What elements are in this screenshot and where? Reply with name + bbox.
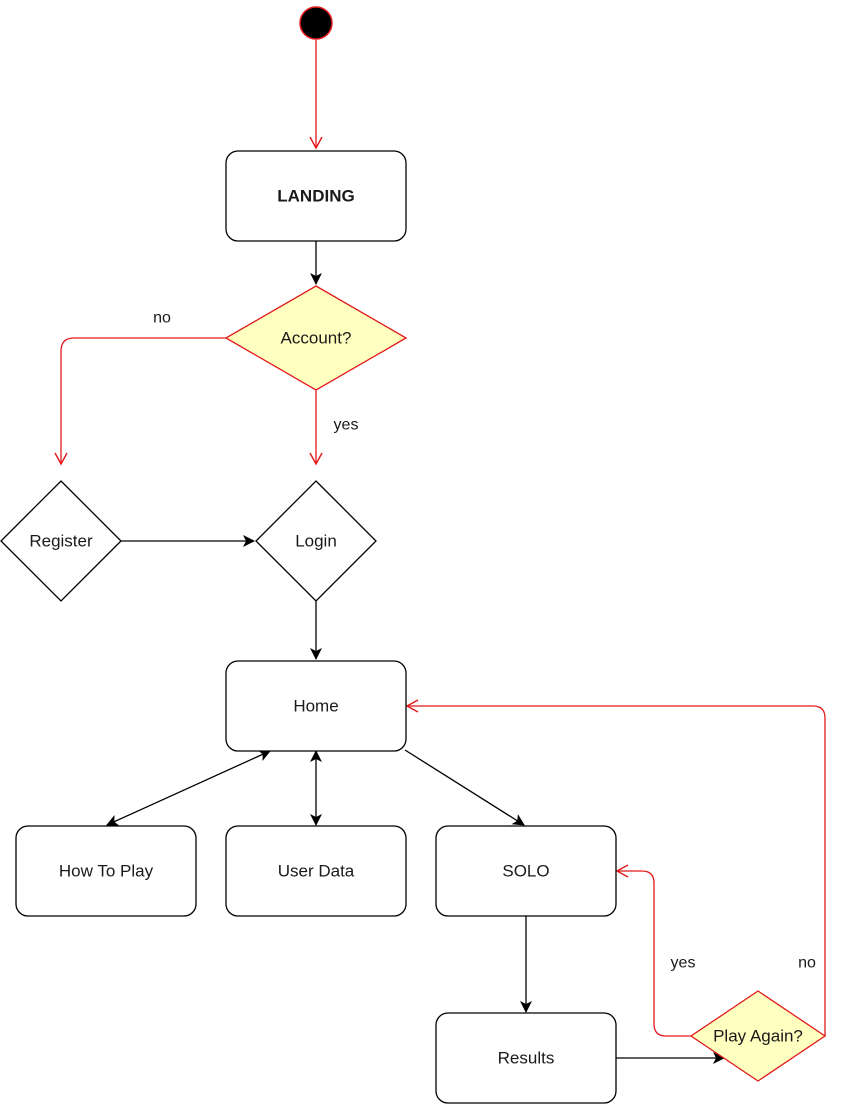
edge-play-again-yes — [615, 864, 691, 1037]
user-data-label: User Data — [278, 862, 355, 881]
node-solo: SOLO — [435, 825, 617, 917]
start-node — [299, 6, 333, 40]
node-results: Results — [435, 1012, 617, 1104]
node-register: Register — [0, 480, 122, 602]
node-how-to-play: How To Play — [15, 825, 197, 917]
account-label: Account? — [281, 329, 352, 348]
node-user-data: User Data — [225, 825, 407, 917]
edge-label-play-again-no: no — [798, 955, 816, 972]
home-label: Home — [293, 697, 338, 716]
node-play-again-decision: Play Again? — [689, 990, 827, 1082]
results-label: Results — [498, 1049, 555, 1068]
solo-label: SOLO — [502, 862, 549, 881]
how-to-play-label: How To Play — [59, 862, 154, 881]
edge-label-account-yes: yes — [334, 417, 359, 434]
edge-home-how-to-play — [106, 750, 271, 826]
edge-label-account-no: no — [153, 310, 171, 327]
edge-home-to-solo — [404, 749, 525, 826]
edge-play-again-no — [405, 699, 826, 1036]
play-again-label: Play Again? — [713, 1027, 803, 1046]
node-home: Home — [225, 660, 407, 752]
login-label: Login — [295, 532, 337, 551]
node-login: Login — [255, 480, 377, 602]
node-account-decision: Account? — [224, 285, 408, 391]
landing-label: LANDING — [277, 187, 354, 206]
node-landing: LANDING — [225, 150, 407, 242]
edge-account-no — [54, 337, 226, 466]
edges-red — [54, 40, 826, 1037]
edge-label-play-again-yes: yes — [671, 955, 696, 972]
register-label: Register — [29, 532, 93, 551]
edges-black — [106, 241, 725, 1064]
